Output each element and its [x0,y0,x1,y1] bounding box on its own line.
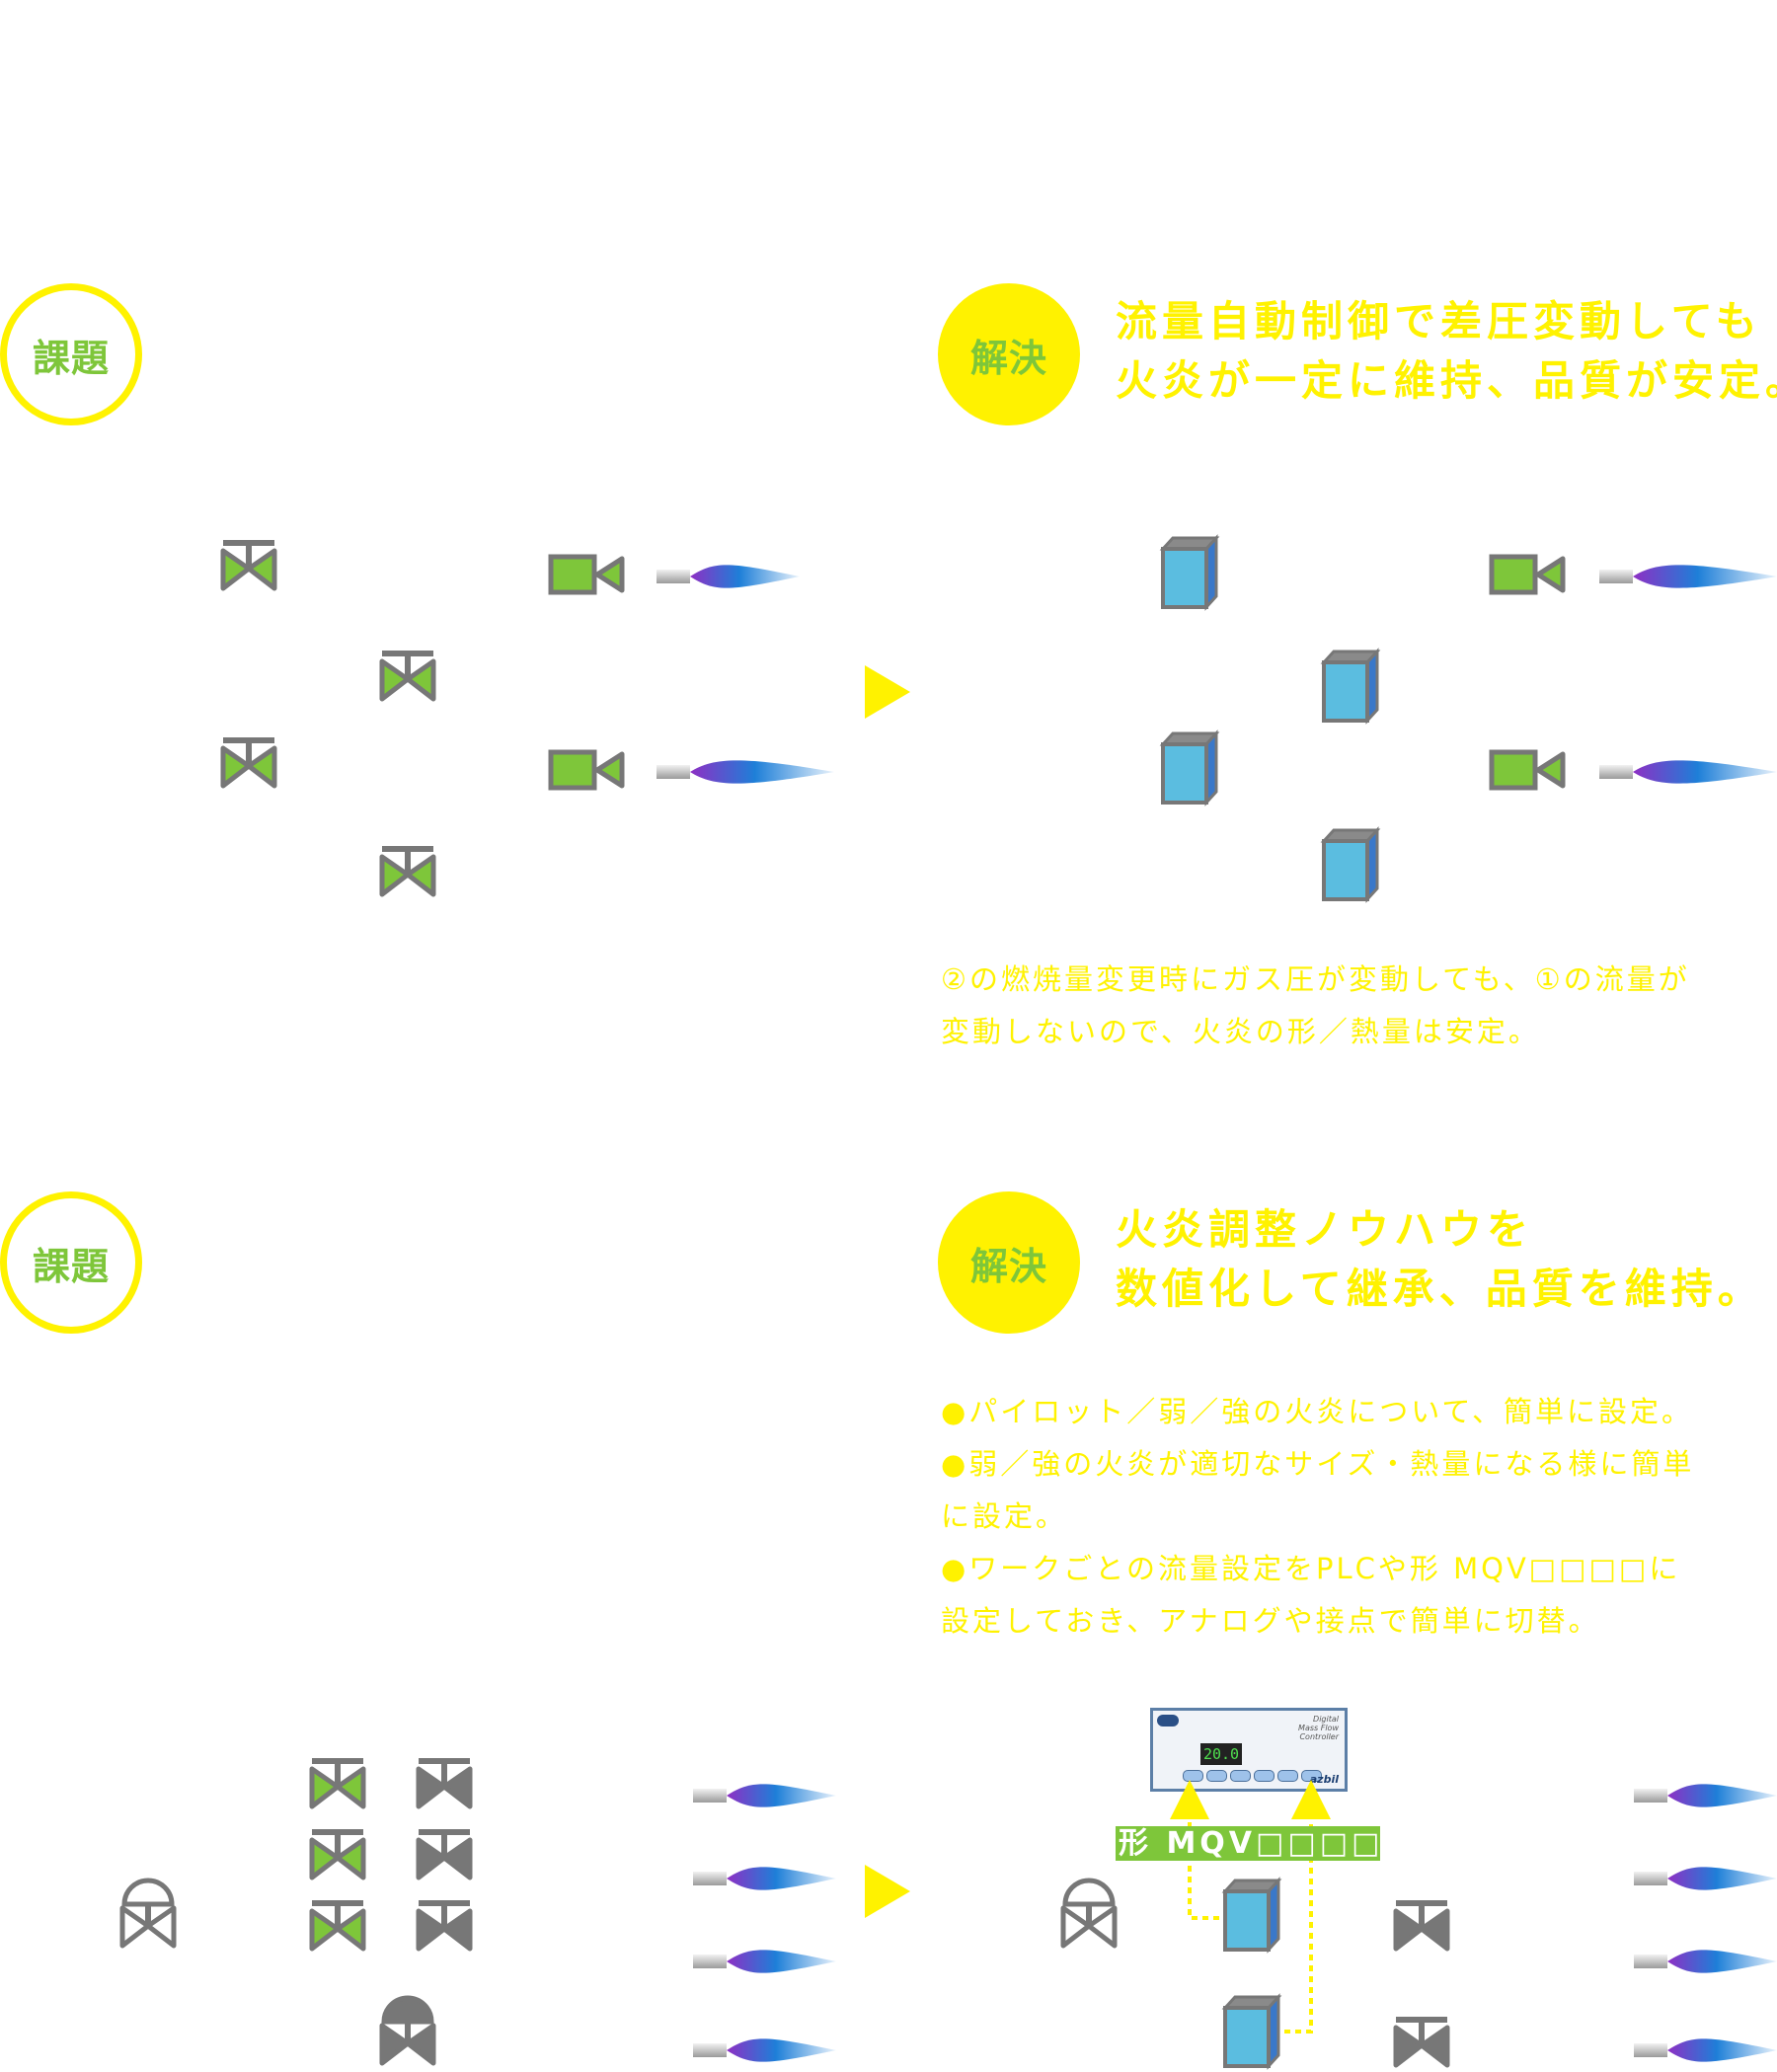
mass-flow-meter-icon [1221,1877,1282,1954]
diaphragm-valve-icon [119,1878,177,1949]
burner-flame-icon [693,1950,836,1973]
burner-flame-icon [693,1784,836,1807]
mass-flow-meter-icon [1221,1993,1282,2070]
solution-heading-1: 流量自動制御で差圧変動しても 火炎が一定に維持、品質が安定。 [1116,292,1777,411]
problem-badge-1: 課題 [0,283,142,425]
gate-valve-icon [416,1829,473,1880]
controller-key [1206,1770,1227,1782]
controller-display: 20.0 [1200,1743,1242,1765]
solution-text-line: ②の燃焼量変更時にガス圧が変動しても、①の流量が [941,962,1690,996]
burner-flame-icon [693,2038,836,2062]
solution-badge-label: 解決 [969,336,1047,380]
burner-flame-icon [1634,1867,1777,1890]
diaphragm-valve-icon [379,1995,436,2066]
burner-flame-icon [657,760,834,784]
solenoid-valve-icon [548,749,625,791]
mass-flow-meter-icon [1159,534,1220,611]
solution-text-line: ●パイロット／弱／強の火炎について、簡単に設定。 [941,1395,1693,1428]
burner-flame-icon [1599,565,1777,588]
product-tag: 形 MQV□□□□ [1116,1826,1380,1861]
gate-valve-icon [416,1900,473,1952]
solution-text-line: 変動しないので、火炎の形／熱量は安定。 [941,1015,1540,1048]
solution-badge-2: 解決 [938,1191,1080,1334]
problem-badge-label: 課題 [32,336,110,380]
burner-flame-icon [657,565,800,588]
mass-flow-meter-icon [1320,648,1381,725]
gate-valve-icon [1393,2017,1450,2068]
azbil-logo-icon [1157,1715,1179,1727]
gate-valve-icon [1393,1900,1450,1952]
flow-arrow-2 [865,1865,910,1918]
solution-badge-label: 解決 [969,1244,1047,1288]
gate-valve-icon [309,1829,366,1880]
solution-text-line: ●ワークごとの流量設定をPLCや形 MQV□□□□に [941,1552,1681,1585]
solution-badge-1: 解決 [938,283,1080,425]
solution-heading-line: 火炎調整ノウハウを [1116,1205,1534,1254]
gate-valve-icon [379,846,436,897]
gate-valve-icon [220,737,277,789]
problem-badge-label: 課題 [32,1244,110,1288]
solution-text-1: ②の燃焼量変更時にガス圧が変動しても、①の流量が 変動しないので、火炎の形／熱量… [941,954,1690,1058]
solenoid-valve-icon [548,554,625,595]
gate-valve-icon [309,1758,366,1809]
diaphragm-valve-icon [1060,1878,1118,1949]
controller-brand: azbil [1309,1773,1339,1786]
gate-valve-icon [416,1758,473,1809]
burner-flame-icon [1634,1784,1777,1807]
solenoid-valve-icon [1489,554,1566,595]
mass-flow-meter-icon [1320,826,1381,903]
burner-flame-icon [1634,1950,1777,1973]
controller-key [1254,1770,1275,1782]
flow-arrow-1 [865,665,910,719]
problem-badge-2: 課題 [0,1191,142,1334]
mass-flow-meter-icon [1159,729,1220,806]
controller-key [1230,1770,1251,1782]
controller-key [1277,1770,1298,1782]
solution-text-2: ●パイロット／弱／強の火炎について、簡単に設定。 ●弱／強の火炎が適切なサイズ・… [941,1386,1694,1648]
gate-valve-icon [309,1900,366,1952]
solution-text-line: ●弱／強の火炎が適切なサイズ・熱量になる様に簡単 [941,1447,1695,1481]
gate-valve-icon [379,651,436,702]
burner-flame-icon [693,1867,836,1890]
solution-heading-line: 流量自動制御で差圧変動しても [1116,297,1762,345]
solution-heading-line: 数値化して継承、品質を維持。 [1116,1265,1764,1313]
mass-flow-controller: Digital Mass Flow Controller 20.0 azbil [1150,1708,1348,1792]
burner-flame-icon [1599,760,1777,784]
solution-text-line: に設定。 [941,1499,1068,1533]
solution-heading-2: 火炎調整ノウハウを 数値化して継承、品質を維持。 [1116,1200,1764,1319]
solenoid-valve-icon [1489,749,1566,791]
burner-flame-icon [1634,2038,1777,2062]
solution-text-line: 設定しておき、アナログや接点で簡単に切替。 [941,1604,1600,1638]
controller-keys [1183,1770,1322,1782]
gate-valve-icon [220,540,277,591]
controller-key [1183,1770,1203,1782]
controller-model-label: Digital Mass Flow Controller [1298,1715,1339,1741]
solution-heading-line: 火炎が一定に維持、品質が安定。 [1116,356,1777,405]
